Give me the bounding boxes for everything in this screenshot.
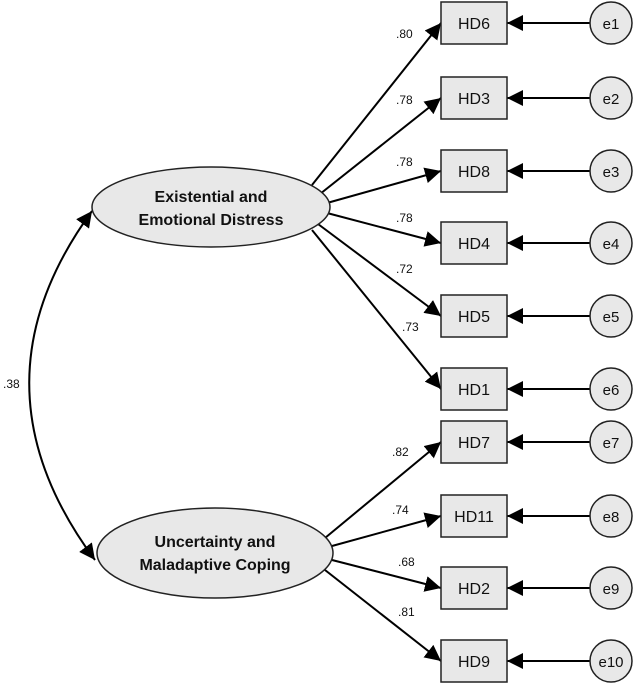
loading-arrow (326, 167, 442, 204)
loading-arrow (324, 441, 442, 539)
error-term-e8: e8 (589, 494, 633, 538)
indicator-hd4: HD4 (440, 221, 508, 265)
error-term-e3: e3 (589, 149, 633, 193)
error-term-e10: e10 (589, 639, 633, 683)
indicator-label: HD2 (458, 581, 490, 598)
factor-label-line1: Uncertainty and (155, 534, 276, 551)
loading-value: .72 (396, 262, 413, 276)
indicator-label: HD8 (458, 164, 490, 181)
covariance-arrow (28, 210, 96, 561)
indicator-hd5: HD5 (440, 294, 508, 338)
covariance-label: .38 (3, 377, 20, 391)
error-term-e5: e5 (589, 294, 633, 338)
factor-label-line2: Emotional Distress (139, 212, 284, 229)
loading-value: .78 (396, 155, 413, 169)
loading-value: .82 (392, 445, 409, 459)
error-term-e7: e7 (589, 420, 633, 464)
loading-value: .73 (402, 320, 419, 334)
loading-value: .78 (396, 211, 413, 225)
loading-arrow (311, 229, 442, 390)
indicator-hd2: HD2 (440, 566, 508, 610)
error-term-e6: e6 (589, 367, 633, 411)
indicator-label: HD3 (458, 91, 490, 108)
error-term-e1: e1 (589, 1, 633, 45)
loading-value: .74 (392, 503, 409, 517)
loading-arrow (319, 97, 442, 195)
indicator-hd7: HD7 (440, 420, 508, 464)
error-term-e9: e9 (589, 566, 633, 610)
error-label: e1 (603, 16, 620, 33)
loading-arrow (317, 223, 442, 317)
loading-value: .78 (396, 93, 413, 107)
error-label: e3 (603, 164, 620, 181)
loading-arrow (324, 569, 442, 662)
indicator-label: HD7 (458, 435, 490, 452)
indicator-hd8: HD8 (440, 149, 508, 193)
error-label: e10 (598, 654, 623, 671)
loading-arrow (326, 212, 442, 247)
loading-value: .68 (398, 555, 415, 569)
error-label: e6 (603, 382, 620, 399)
error-label: e7 (603, 435, 620, 452)
indicator-hd9: HD9 (440, 639, 508, 683)
error-label: e5 (603, 309, 620, 326)
error-term-e2: e2 (589, 76, 633, 120)
indicator-label: HD1 (458, 382, 490, 399)
loading-arrow (311, 22, 442, 186)
error-term-e4: e4 (589, 221, 633, 265)
indicator-label: HD6 (458, 16, 490, 33)
factor-label-line1: Existential and (155, 189, 268, 206)
indicator-hd1: HD1 (440, 367, 508, 411)
error-label: e4 (603, 236, 620, 253)
loading-value: .81 (398, 605, 415, 619)
indicator-hd11: HD11 (440, 494, 508, 538)
error-label: e8 (603, 509, 620, 526)
indicator-hd6: HD6 (440, 1, 508, 45)
loading-value: .80 (396, 27, 413, 41)
loading-arrow (331, 512, 442, 547)
latent-factor-existential-distress: Existential and Emotional Distress (91, 166, 331, 248)
indicator-label: HD4 (458, 236, 490, 253)
factor-label-line2: Maladaptive Coping (139, 557, 290, 574)
indicator-label: HD9 (458, 654, 490, 671)
indicator-label: HD11 (454, 509, 494, 526)
error-label: e2 (603, 91, 620, 108)
latent-factor-uncertainty-coping: Uncertainty and Maladaptive Coping (96, 507, 334, 599)
indicator-label: HD5 (458, 309, 490, 326)
indicator-hd3: HD3 (440, 76, 508, 120)
error-label: e9 (603, 581, 620, 598)
loading-arrow (331, 559, 442, 592)
